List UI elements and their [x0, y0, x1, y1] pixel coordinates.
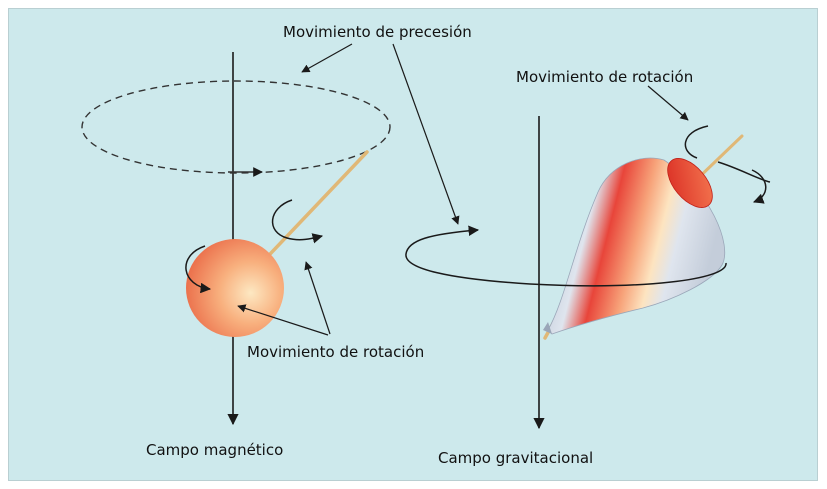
- spinning-top-body: [543, 157, 726, 335]
- precession-pointers: [301, 43, 460, 225]
- rotation-label-left: Movimiento de rotación: [247, 343, 425, 361]
- gravitational-field-label: Campo gravitacional: [438, 449, 594, 467]
- precession-orbit-right: [405, 225, 727, 287]
- axis-rotation-arrow-left: [271, 199, 324, 244]
- sphere-rotation-arrow: [185, 245, 212, 294]
- magnetic-field-label: Campo magnético: [146, 441, 284, 459]
- rotation-label-right: Movimiento de rotación: [516, 68, 694, 86]
- spinning-top-cap: [667, 158, 713, 208]
- rotation-pointers-left: [237, 261, 331, 336]
- precession-label: Movimiento de precesión: [283, 23, 472, 41]
- top-rotation-arrow: [647, 85, 771, 204]
- precession-orbit-left: [81, 80, 391, 177]
- sphere-body: [186, 239, 284, 337]
